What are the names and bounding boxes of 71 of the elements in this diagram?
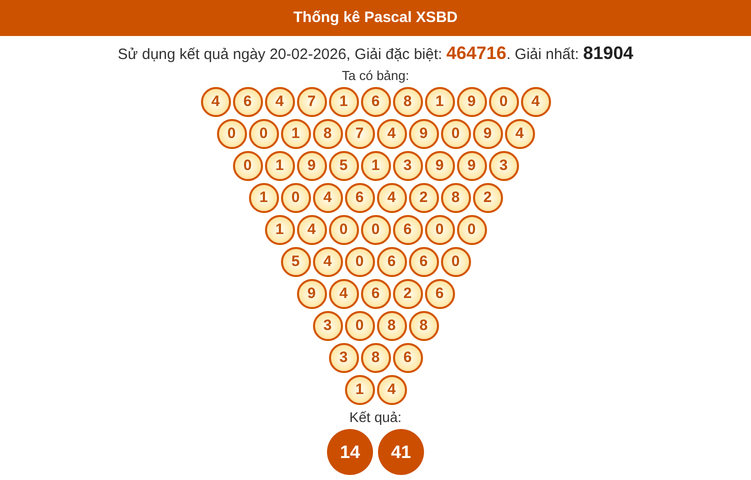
- number-ball: 0: [344, 311, 374, 341]
- result-ball: 41: [378, 429, 424, 475]
- number-ball: 4: [520, 87, 550, 117]
- number-ball: 1: [424, 87, 454, 117]
- number-ball: 6: [392, 215, 422, 245]
- number-ball: 0: [440, 247, 470, 277]
- number-ball: 9: [456, 87, 486, 117]
- number-ball: 6: [408, 247, 438, 277]
- number-ball: 2: [408, 183, 438, 213]
- number-ball: 4: [312, 247, 342, 277]
- number-ball: 6: [392, 343, 422, 373]
- number-ball: 0: [424, 215, 454, 245]
- number-ball: 1: [264, 215, 294, 245]
- number-ball: 1: [328, 87, 358, 117]
- number-ball: 0: [456, 215, 486, 245]
- number-ball: 7: [344, 119, 374, 149]
- number-ball: 6: [232, 87, 262, 117]
- number-ball: 3: [392, 151, 422, 181]
- number-ball: 4: [376, 119, 406, 149]
- number-ball: 6: [376, 247, 406, 277]
- number-ball: 0: [328, 215, 358, 245]
- number-ball: 0: [440, 119, 470, 149]
- number-ball: 3: [488, 151, 518, 181]
- number-ball: 5: [328, 151, 358, 181]
- number-ball: 1: [264, 151, 294, 181]
- number-ball: 5: [280, 247, 310, 277]
- number-ball: 7: [296, 87, 326, 117]
- number-ball: 0: [344, 247, 374, 277]
- number-ball: 8: [392, 87, 422, 117]
- number-ball: 2: [392, 279, 422, 309]
- number-ball: 4: [296, 215, 326, 245]
- number-ball: 6: [360, 279, 390, 309]
- number-ball: 4: [328, 279, 358, 309]
- number-ball: 1: [280, 119, 310, 149]
- number-ball: 6: [344, 183, 374, 213]
- number-ball: 0: [280, 183, 310, 213]
- number-ball: 9: [456, 151, 486, 181]
- number-ball: 6: [424, 279, 454, 309]
- number-ball: 9: [296, 151, 326, 181]
- number-ball: 0: [216, 119, 246, 149]
- number-ball: 4: [312, 183, 342, 213]
- number-ball: 8: [360, 343, 390, 373]
- number-ball: 0: [488, 87, 518, 117]
- number-ball: 9: [472, 119, 502, 149]
- number-ball: 0: [232, 151, 262, 181]
- number-ball: 1: [360, 151, 390, 181]
- number-ball: 4: [200, 87, 230, 117]
- heading-text: Ta có bảng:: [340, 68, 410, 83]
- number-ball: 0: [360, 215, 390, 245]
- heading-text: Kết quả:: [348, 409, 403, 425]
- number-ball: 4: [264, 87, 294, 117]
- number-ball: 1: [248, 183, 278, 213]
- number-ball: 8: [408, 311, 438, 341]
- number-ball: 8: [376, 311, 406, 341]
- number-ball: 4: [376, 375, 406, 405]
- number-ball: 1: [344, 375, 374, 405]
- title-bar: Thống kê Pascal XSBD: [0, 0, 751, 36]
- number-ball: 9: [296, 279, 326, 309]
- number-ball: 8: [440, 183, 470, 213]
- number-ball: 3: [328, 343, 358, 373]
- number-ball: 9: [424, 151, 454, 181]
- result-ball: 14: [327, 429, 373, 475]
- number-ball: 9: [408, 119, 438, 149]
- number-ball: 2: [472, 183, 502, 213]
- number-ball: 0: [248, 119, 278, 149]
- number-ball: 3: [312, 311, 342, 341]
- intro-text: Sử dụng kết quả ngày 20-02-2026, Giải đặc biệt: 464716. Giải nhất: 81904: [116, 43, 634, 64]
- number-ball: 4: [376, 183, 406, 213]
- number-ball: 8: [312, 119, 342, 149]
- number-ball: 4: [504, 119, 534, 149]
- number-ball: 6: [360, 87, 390, 117]
